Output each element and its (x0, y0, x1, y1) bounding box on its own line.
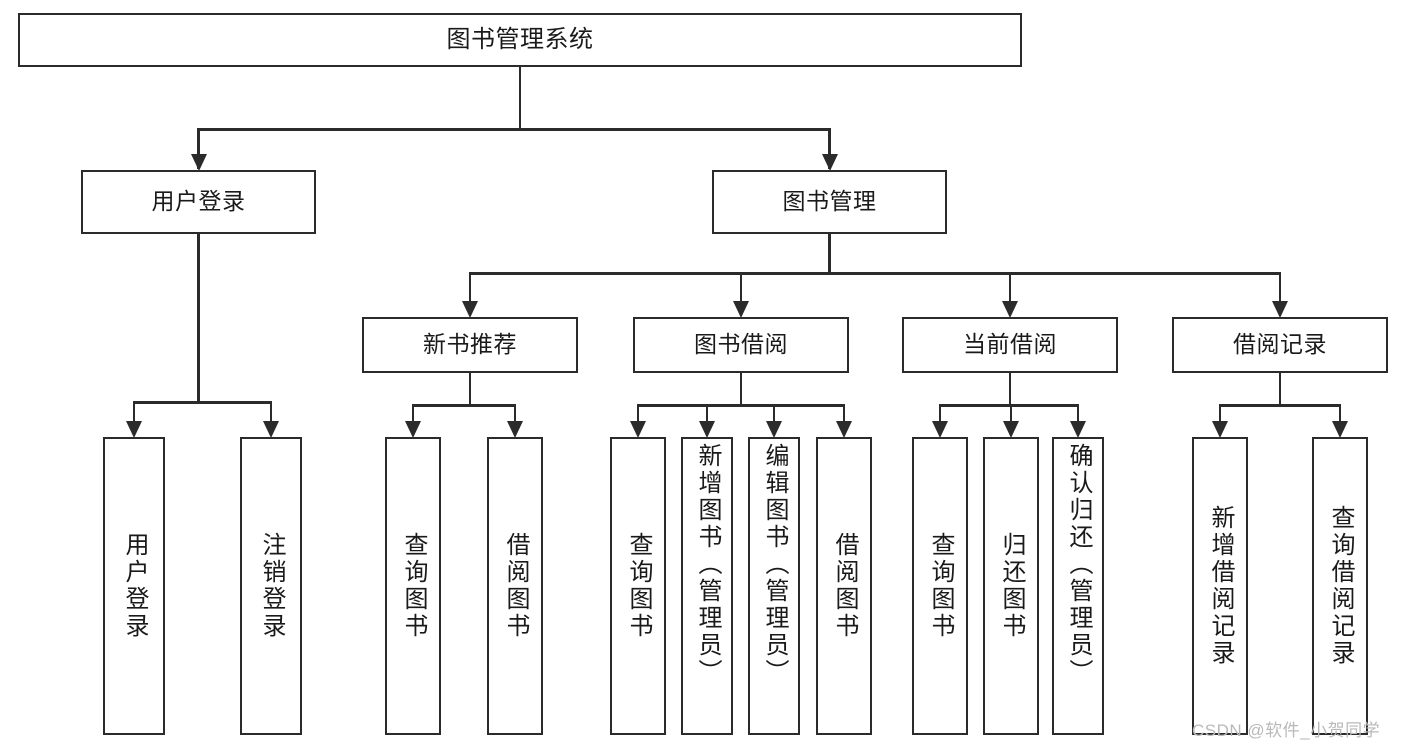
connector-arrowhead (190, 154, 207, 171)
node-book-borrow[interactable]: 图书借阅 (633, 317, 849, 373)
node-borrow-record[interactable]: 借阅记录 (1172, 317, 1388, 373)
leaf-query-book-recommend-label: 查询图书 (400, 532, 427, 640)
node-new-book-recommend-label: 新书推荐 (423, 331, 517, 358)
leaf-return-book[interactable]: 归还图书 (983, 437, 1039, 735)
connector-arrowhead (630, 421, 646, 438)
connector-arrowhead (405, 421, 421, 438)
node-book-borrow-label: 图书借阅 (694, 331, 788, 358)
leaf-borrow-book-label: 借阅图书 (831, 532, 858, 640)
connector-vertical (468, 272, 472, 316)
node-current-borrow[interactable]: 当前借阅 (902, 317, 1118, 373)
connector-arrowhead (126, 421, 142, 438)
leaf-borrow-book-recommend-label: 借阅图书 (502, 532, 529, 640)
connector-vertical (828, 128, 831, 169)
leaf-query-book-borrow[interactable]: 查询图书 (610, 437, 666, 735)
connector-arrowhead (821, 154, 838, 171)
leaf-query-borrow-record-label: 查询借阅记录 (1327, 505, 1354, 667)
connector-arrowhead (733, 301, 749, 318)
leaf-add-book-admin[interactable]: 新增图书（管理员） (681, 437, 733, 735)
connector-arrowhead (462, 301, 478, 318)
connector-horizontal (134, 401, 271, 404)
connector-arrowhead (932, 421, 948, 438)
connector-horizontal (940, 404, 1078, 407)
connector-vertical (1278, 272, 1282, 316)
connector-horizontal (1220, 404, 1340, 407)
connector-arrowhead (1070, 421, 1086, 438)
connector-vertical (739, 272, 743, 316)
connector-arrowhead (836, 421, 852, 438)
leaf-add-book-admin-label: 新增图书（管理员） (694, 443, 721, 686)
leaf-query-borrow-record[interactable]: 查询借阅记录 (1312, 437, 1368, 735)
node-user-login-label: 用户登录 (151, 188, 246, 215)
connector-vertical (197, 128, 200, 169)
connector-arrowhead (263, 421, 279, 438)
leaf-user-login-label: 用户登录 (121, 532, 148, 640)
connector-vertical (1008, 373, 1012, 404)
connector-vertical (1338, 404, 1342, 436)
leaf-borrow-book[interactable]: 借阅图书 (816, 437, 872, 735)
connector-arrowhead (1212, 421, 1228, 438)
connector-vertical (197, 234, 200, 401)
connector-vertical (132, 401, 136, 436)
node-borrow-record-label: 借阅记录 (1233, 331, 1327, 358)
node-book-management[interactable]: 图书管理 (712, 170, 947, 234)
connector-arrowhead (1003, 421, 1019, 438)
connector-horizontal (198, 128, 830, 131)
connector-vertical (636, 404, 640, 436)
connector-vertical (468, 373, 472, 404)
node-new-book-recommend[interactable]: 新书推荐 (362, 317, 578, 373)
connector-vertical (411, 404, 415, 436)
connector-horizontal (470, 272, 1280, 275)
leaf-query-book-current-label: 查询图书 (927, 532, 954, 640)
leaf-query-book-recommend[interactable]: 查询图书 (385, 437, 441, 735)
connector-arrowhead (1272, 301, 1288, 318)
connector-arrowhead (699, 421, 715, 438)
connector-arrowhead (1002, 301, 1018, 318)
connector-vertical (513, 404, 517, 436)
node-user-login[interactable]: 用户登录 (81, 170, 316, 234)
leaf-edit-book-admin-label: 编辑图书（管理员） (761, 443, 788, 686)
leaf-confirm-return-admin[interactable]: 确认归还（管理员） (1052, 437, 1104, 735)
connector-vertical (1278, 373, 1282, 404)
connector-vertical (518, 67, 522, 128)
connector-vertical (705, 404, 709, 436)
connector-vertical (842, 404, 846, 436)
connector-vertical (1008, 272, 1012, 316)
connector-vertical (1076, 404, 1080, 436)
connector-vertical (938, 404, 942, 436)
connector-arrowhead (766, 421, 782, 438)
node-root[interactable]: 图书管理系统 (18, 13, 1022, 67)
connector-horizontal (638, 404, 844, 407)
leaf-return-book-label: 归还图书 (998, 532, 1025, 640)
leaf-query-book-borrow-label: 查询图书 (625, 532, 652, 640)
leaf-edit-book-admin[interactable]: 编辑图书（管理员） (748, 437, 800, 735)
connector-vertical (1009, 404, 1013, 436)
leaf-borrow-book-recommend[interactable]: 借阅图书 (487, 437, 543, 735)
connector-vertical (1218, 404, 1222, 436)
leaf-add-borrow-record[interactable]: 新增借阅记录 (1192, 437, 1248, 735)
connector-arrowhead (507, 421, 523, 438)
leaf-logout-label: 注销登录 (258, 532, 285, 640)
node-book-management-label: 图书管理 (782, 188, 877, 215)
leaf-add-borrow-record-label: 新增借阅记录 (1207, 505, 1234, 667)
leaf-confirm-return-admin-label: 确认归还（管理员） (1065, 443, 1092, 686)
node-current-borrow-label: 当前借阅 (963, 331, 1057, 358)
leaf-logout[interactable]: 注销登录 (240, 437, 302, 735)
connector-vertical (269, 401, 273, 436)
connector-vertical (828, 234, 831, 272)
connector-horizontal (413, 404, 515, 407)
connector-vertical (739, 373, 743, 404)
connector-arrowhead (1332, 421, 1348, 438)
leaf-query-book-current[interactable]: 查询图书 (912, 437, 968, 735)
node-root-label: 图书管理系统 (446, 25, 594, 53)
connector-vertical (772, 404, 776, 436)
leaf-user-login[interactable]: 用户登录 (103, 437, 165, 735)
